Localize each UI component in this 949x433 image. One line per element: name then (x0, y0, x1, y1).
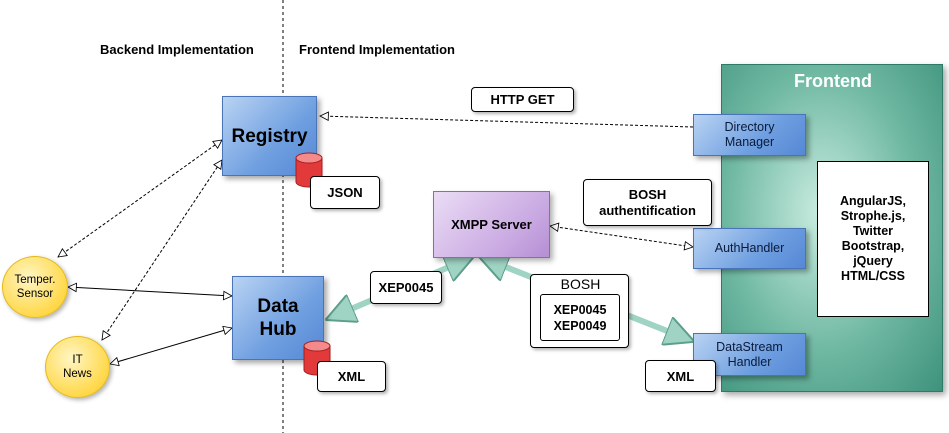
backend-header: Backend Implementation (100, 42, 254, 57)
directory-manager-node[interactable]: Directory Manager (693, 114, 806, 156)
datastream-handler-label-1: DataStream (716, 339, 783, 354)
temper-sensor-label-2: Sensor (16, 288, 54, 300)
registry-sensor-arrow (58, 140, 222, 257)
tech-stack-box: AngularJS, Strophe.js, Twitter Bootstrap… (817, 161, 929, 317)
directory-manager-label-1: Directory (724, 120, 775, 134)
json-label: JSON (310, 176, 380, 209)
registry-label: Registry (231, 125, 308, 147)
xmpp-auth-arrow (550, 226, 693, 247)
bosh-auth-label: BOSH authentification (583, 179, 712, 226)
temper-sensor-label-1: Temper. (14, 274, 56, 286)
xep-left-label: XEP0045 (370, 271, 442, 304)
datastream-handler-label-2: Handler (727, 354, 772, 369)
frontend-title: Frontend (794, 71, 872, 91)
temper-sensor-node[interactable]: Temper. Sensor (2, 256, 68, 318)
frontend-header: Frontend Implementation (299, 42, 455, 57)
it-news-label-2: News (63, 368, 92, 380)
news-hub-arrow (110, 328, 232, 364)
bosh-auth-label-1: BOSH (628, 186, 667, 202)
bosh-xep-box: XEP0045 XEP0049 (540, 294, 620, 341)
data-hub-label-2: Hub (259, 319, 297, 340)
bosh-xep0045: XEP0045 (553, 302, 607, 317)
xmpp-server-node[interactable]: XMPP Server (433, 191, 550, 258)
it-news-label-1: IT (72, 354, 83, 366)
bosh-box: BOSH XEP0045 XEP0049 (530, 274, 629, 348)
bosh-title: BOSH (560, 276, 601, 292)
data-hub-label-1: Data (257, 296, 299, 317)
http-get-label: HTTP GET (471, 87, 574, 112)
it-news-node[interactable]: IT News (45, 336, 110, 398)
sensor-hub-arrow (68, 287, 232, 296)
bosh-xep0049: XEP0049 (553, 318, 607, 333)
http-get-arrow (320, 116, 694, 128)
registry-news-arrow (102, 160, 222, 340)
auth-handler-node[interactable]: AuthHandler (693, 228, 806, 269)
bosh-auth-label-2: authentification (599, 202, 696, 218)
directory-manager-label-2: Manager (724, 135, 775, 149)
xml-hub-label: XML (317, 361, 386, 392)
xmpp-server-label: XMPP Server (451, 217, 532, 232)
xml-stream-label: XML (645, 360, 716, 392)
auth-handler-label: AuthHandler (714, 241, 785, 255)
